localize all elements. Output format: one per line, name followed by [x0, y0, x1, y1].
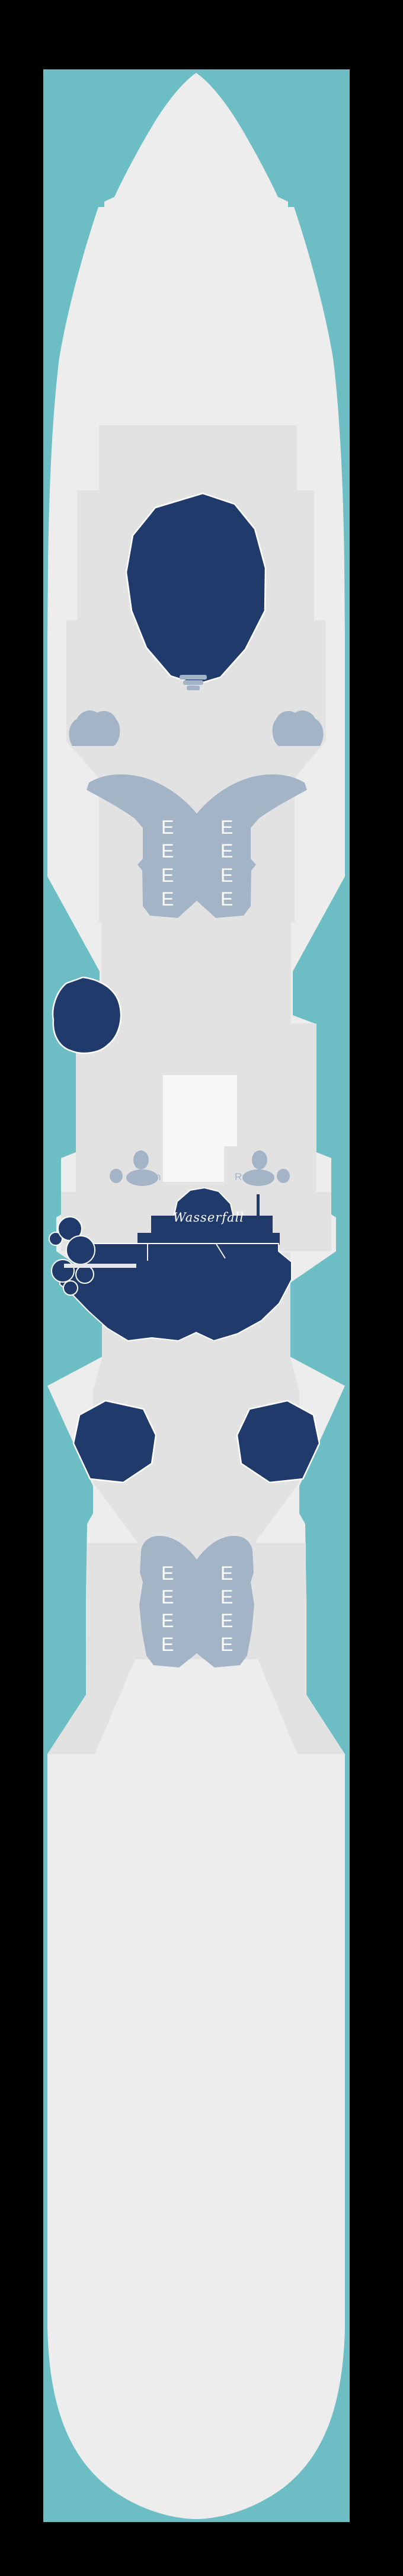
- slide-spiral: [49, 1232, 63, 1246]
- aft-funnel-deck: [95, 1659, 298, 1754]
- elevator-e-label: E: [220, 1563, 233, 1584]
- starboard-planter-mound: [272, 710, 324, 746]
- midship-structures: [110, 1150, 290, 1186]
- elevator-e-label: E: [220, 888, 233, 910]
- elevator-e-label: E: [161, 1586, 174, 1608]
- midship-light-court-lower: [163, 1146, 224, 1182]
- midship-light-court-upper: [163, 1075, 237, 1146]
- stage-dome: [173, 1187, 234, 1217]
- forward-pool-steps: [180, 675, 207, 690]
- midship-deck-panel-upper: [101, 923, 291, 1024]
- structure-slit: [216, 1244, 226, 1259]
- pool-step: [180, 675, 207, 680]
- slide-spiral: [51, 1259, 75, 1283]
- elevator-e-label: E: [220, 1634, 233, 1655]
- elevator-e-label: E: [161, 1563, 174, 1584]
- slide-spiral: [75, 1265, 94, 1284]
- slide-mast: [257, 1194, 260, 1218]
- partial-label-right: R: [235, 1171, 242, 1182]
- starboard-whirlpool: [236, 1399, 321, 1484]
- elevator-e-label: E: [220, 865, 233, 886]
- elevator-e-label: E: [220, 1586, 233, 1608]
- partial-label-left: n: [155, 1171, 161, 1182]
- port-planter-mound: [69, 710, 120, 746]
- elevator-e-label: E: [161, 1634, 174, 1655]
- slide-spiral: [66, 1235, 95, 1265]
- deck-structure: [110, 1169, 123, 1183]
- port-side-pool: [52, 976, 122, 1054]
- elevator-e-label: E: [161, 840, 174, 862]
- stage-band-wide: [137, 1233, 280, 1245]
- waterslide-complex: Wasserfall: [49, 1187, 292, 1341]
- elevator-e-label: E: [161, 888, 174, 910]
- pool-deck-panel: [66, 620, 326, 923]
- port-whirlpool: [72, 1399, 157, 1484]
- slide-flume-gap: [64, 1264, 136, 1268]
- bow-deck-panel-upper: [99, 425, 297, 490]
- forward-elevator-bank: [87, 774, 307, 918]
- pool-step: [187, 686, 200, 690]
- spiral-slide-cluster: [49, 1216, 95, 1296]
- deck-structure: [252, 1150, 267, 1169]
- elevator-e-label: E: [161, 865, 174, 886]
- aft-elevator-letters: E E E E E E E E: [161, 1563, 233, 1655]
- slide-complex-script-label: Wasserfall: [173, 1210, 244, 1225]
- elevator-e-label: E: [220, 1610, 233, 1631]
- aft-elevator-bank: [139, 1536, 254, 1668]
- deck-structure: [126, 1169, 158, 1186]
- forward-elevator-letters: E E E E E E E E: [161, 817, 233, 910]
- deck-structure: [242, 1169, 274, 1186]
- deck-structure: [277, 1169, 290, 1183]
- elevator-e-label: E: [161, 817, 174, 838]
- pool-step: [183, 680, 203, 685]
- deck-structure: [133, 1150, 149, 1169]
- elevator-e-label: E: [161, 1610, 174, 1631]
- elevator-e-label: E: [220, 817, 233, 838]
- elevator-e-label: E: [220, 840, 233, 862]
- slide-spiral: [63, 1280, 78, 1296]
